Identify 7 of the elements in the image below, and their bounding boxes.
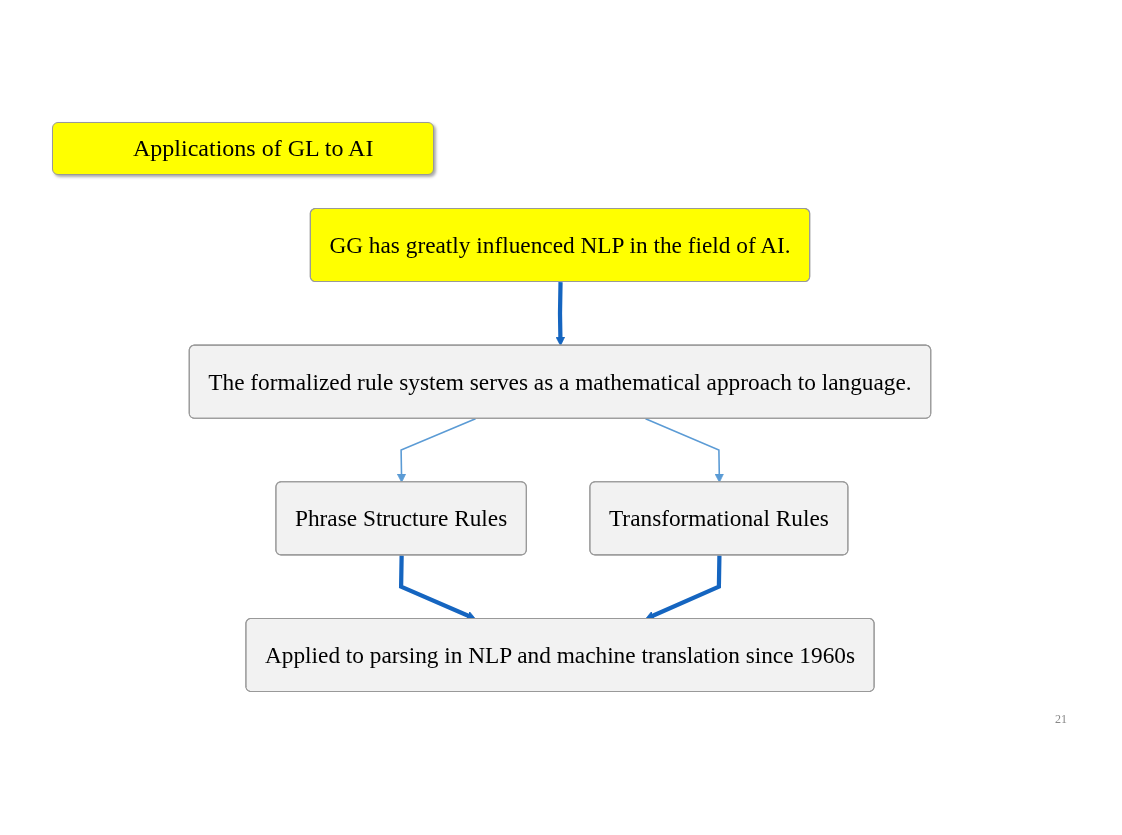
arrow [398,555,476,620]
slide-title: Applications of GL to AI [52,122,435,175]
arrow [645,555,722,620]
arrow [555,282,566,347]
page-number: 21 [1055,712,1067,727]
arrow [644,417,724,483]
arrow [396,417,477,483]
